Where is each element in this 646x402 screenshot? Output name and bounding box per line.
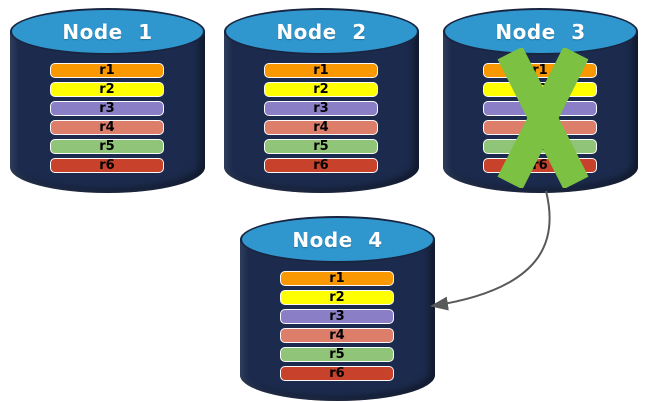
node-4-title: Node 4 — [292, 227, 383, 252]
node-4-row-r5: r5 — [280, 347, 394, 362]
node-1: Node 1 r1 r2 r3 r4 r5 r6 — [10, 8, 205, 193]
node-2-cylinder-top: Node 2 — [224, 8, 419, 55]
node-2-row-r3: r3 — [264, 101, 378, 116]
node-3: Node 3 r1 r2 r3 r4 r5 r6 — [443, 8, 638, 193]
node-1-row-r3: r3 — [50, 101, 164, 116]
node-1-row-r4: r4 — [50, 120, 164, 135]
node-2-rows: r1 r2 r3 r4 r5 r6 — [264, 63, 378, 177]
node-1-cylinder-top: Node 1 — [10, 8, 205, 55]
node-1-row-r2: r2 — [50, 82, 164, 97]
node-2-row-r6: r6 — [264, 158, 378, 173]
node-4-row-r6: r6 — [280, 366, 394, 381]
node-1-row-r5: r5 — [50, 139, 164, 154]
node-2: Node 2 r1 r2 r3 r4 r5 r6 — [224, 8, 419, 193]
node-4-row-r2: r2 — [280, 290, 394, 305]
node-3-title: Node 3 — [495, 19, 586, 44]
node-4: Node 4 r1 r2 r3 r4 r5 r6 — [240, 216, 435, 401]
node-1-row-r6: r6 — [50, 158, 164, 173]
node-4-cylinder-top: Node 4 — [240, 216, 435, 263]
node-2-title: Node 2 — [276, 19, 367, 44]
node-4-row-r3: r3 — [280, 309, 394, 324]
node-2-row-r1: r1 — [264, 63, 378, 78]
node-1-row-r1: r1 — [50, 63, 164, 78]
node-1-rows: r1 r2 r3 r4 r5 r6 — [50, 63, 164, 177]
node-2-row-r4: r4 — [264, 120, 378, 135]
node-1-title: Node 1 — [62, 19, 153, 44]
node-2-row-r2: r2 — [264, 82, 378, 97]
node-4-row-r4: r4 — [280, 328, 394, 343]
node-4-row-r1: r1 — [280, 271, 394, 286]
node-4-rows: r1 r2 r3 r4 r5 r6 — [280, 271, 394, 385]
node-2-row-r5: r5 — [264, 139, 378, 154]
x-mark-icon — [497, 48, 589, 188]
node-3-cylinder-top: Node 3 — [443, 8, 638, 55]
